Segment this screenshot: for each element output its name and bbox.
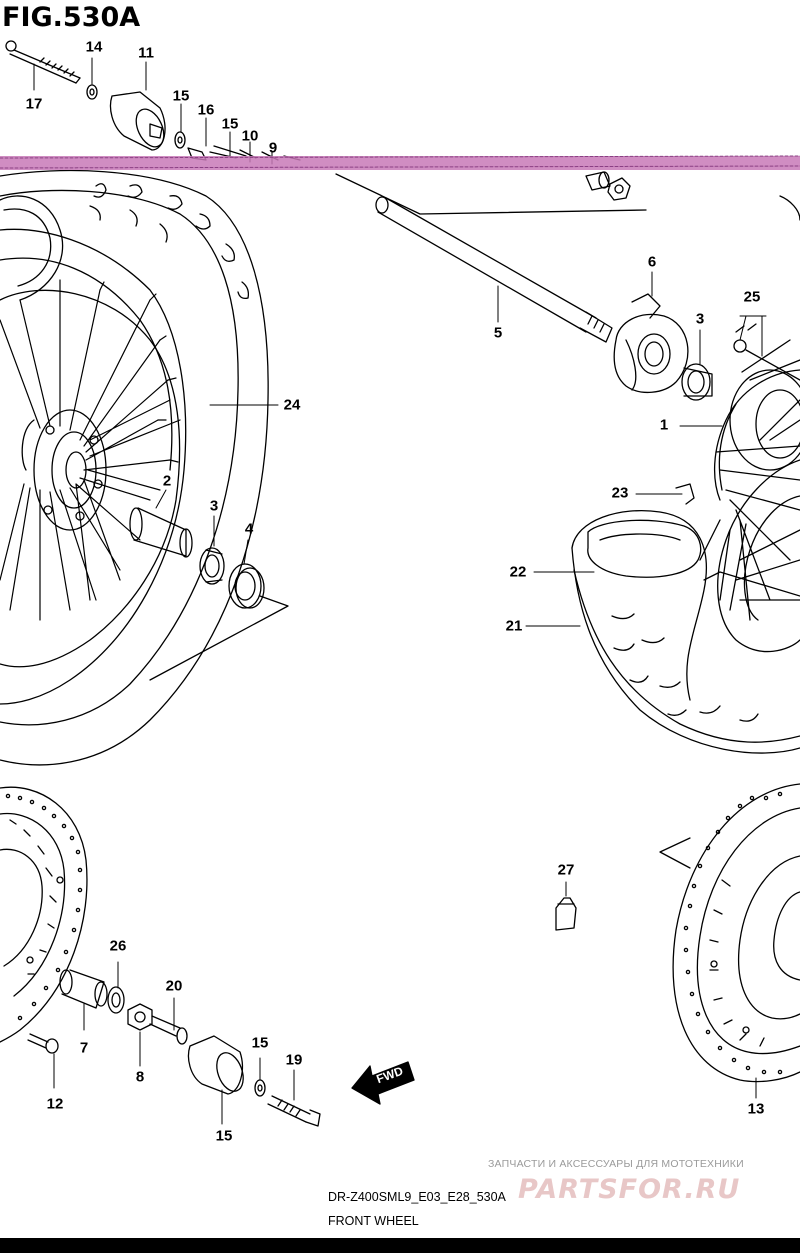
- spacer-7-drawing: [59, 969, 108, 1009]
- callout-19: 19: [285, 1051, 303, 1069]
- hub-left-drawing: [21, 409, 107, 531]
- callout-14: 15: [215, 1127, 233, 1145]
- callout-16: 16: [197, 101, 215, 119]
- callout-15: 14: [85, 38, 103, 56]
- spoke-nipples-25-drawing: [733, 323, 800, 381]
- callout-15: 15: [172, 87, 190, 105]
- callout-15: 15: [251, 1034, 269, 1052]
- nut-8-drawing: [127, 1003, 153, 1031]
- callout-27: 27: [557, 861, 575, 879]
- callout-22: 22: [509, 563, 527, 581]
- bearing-3-right-drawing: [681, 363, 713, 401]
- watermark-tagline: ЗАПЧАСТИ И АКСЕССУАРЫ ДЛЯ МОТОТЕХНИКИ: [488, 1158, 744, 1170]
- callout-2: 2: [162, 472, 172, 490]
- leader-left-wheel: [149, 595, 289, 681]
- spacer-2-drawing: [129, 507, 193, 558]
- callout-7: 7: [79, 1039, 89, 1057]
- rim-left-drawing: [0, 289, 181, 668]
- callout-25: 25: [743, 288, 761, 306]
- collar-13-drawing: [109, 91, 166, 151]
- watermark-logo: PARTSFOR.RU: [518, 1174, 798, 1208]
- model-code: DR-Z400SML9_E03_E28_530A: [328, 1190, 506, 1204]
- collar-11-drawing: [585, 171, 611, 191]
- brake-disc-left-drawing: [0, 786, 88, 1043]
- axle-5-drawing: [335, 173, 647, 343]
- callout-12: 10: [241, 127, 259, 145]
- callout-15: 15: [221, 115, 239, 133]
- screw-10-drawing: [27, 1033, 59, 1054]
- tire-fold-line: [703, 571, 800, 597]
- valve-cap-27-drawing: [555, 897, 577, 931]
- washer-15a-drawing: [86, 84, 98, 100]
- disc-bracket-line: [659, 837, 691, 869]
- tube-22-drawing: [587, 519, 702, 578]
- figure-title: FIG.530A: [2, 2, 141, 33]
- collar-14-drawing: [187, 1035, 244, 1095]
- wheel-right-drawing: [699, 195, 800, 653]
- diagram-caption: FRONT WHEEL: [328, 1214, 419, 1228]
- callout-1: 1: [659, 416, 669, 434]
- fwd-arrow-icon: [351, 1061, 415, 1105]
- tire-21-drawing: [571, 510, 800, 754]
- callout-10: 12: [46, 1095, 64, 1113]
- nut-12-drawing: [607, 177, 631, 201]
- watermark-logo-text: PARTSFOR.RU: [518, 1174, 741, 1205]
- washer-15c-drawing: [254, 1079, 266, 1097]
- callout-13: 11: [138, 44, 154, 62]
- callout-21: 21: [505, 617, 523, 635]
- callout-6: 6: [647, 253, 657, 271]
- callout-3: 3: [209, 497, 219, 515]
- leader-lines: [33, 57, 767, 1125]
- callout-9: 13: [747, 1100, 765, 1118]
- tire-24-left-drawing: [0, 169, 269, 766]
- washer-15b-drawing: [174, 131, 186, 149]
- callout-5: 5: [493, 324, 503, 342]
- callout-3: 3: [695, 310, 705, 328]
- bearing-3-left-drawing: [199, 547, 225, 585]
- callout-24: 24: [283, 396, 301, 414]
- bolt-19-drawing: [267, 1095, 321, 1127]
- spokes-left-drawing: [0, 279, 181, 621]
- brake-disc-right-drawing: [672, 783, 800, 1083]
- callout-8: 8: [135, 1068, 145, 1086]
- callout-11: 9: [268, 139, 278, 157]
- bolt-17-drawing: [5, 40, 81, 84]
- callout-26: 26: [109, 937, 127, 955]
- callout-23: 23: [611, 484, 629, 502]
- oil-seal-4-drawing: [228, 563, 265, 609]
- callout-20: 20: [165, 977, 183, 995]
- bolt-20-drawing: [149, 1015, 188, 1045]
- callout-17: 17: [25, 95, 43, 113]
- rim-band-23-drawing: [675, 483, 695, 505]
- bottom-bar: [0, 1238, 800, 1253]
- speedo-gearbox-6-drawing: [613, 293, 689, 393]
- ring-26-drawing: [107, 986, 125, 1014]
- callout-4: 4: [244, 520, 254, 538]
